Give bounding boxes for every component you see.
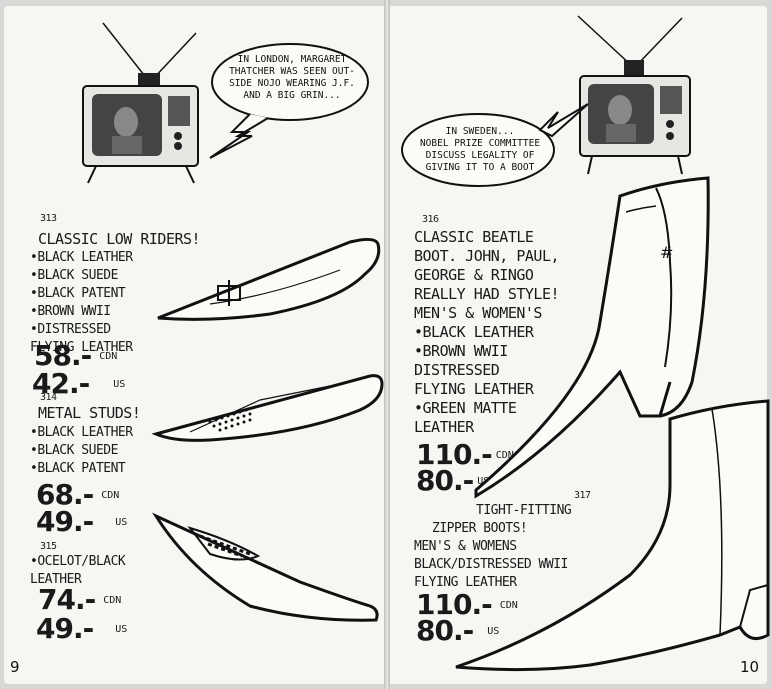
price-us: 49.-US xyxy=(36,505,128,538)
option-line: •BROWN WWII xyxy=(30,304,111,319)
price-us: 80.-US xyxy=(416,464,490,497)
price-us: 80.-US xyxy=(416,614,500,647)
option-line: •BLACK SUEDE xyxy=(30,443,118,458)
option-line: FLYING LEATHER xyxy=(414,380,534,398)
price-cdn: 58.-CDN xyxy=(34,339,118,372)
option-line: •BROWN WWII xyxy=(414,342,508,360)
item-title: METAL STUDS! xyxy=(38,404,141,422)
option-line: ZIPPER BOOTS! xyxy=(432,521,528,536)
price-cdn: 110.-CDN xyxy=(416,588,518,621)
tv-caption-left: IN LONDON, MARGARET THATCHER WAS SEEN OU… xyxy=(212,54,372,102)
item-number: 315 xyxy=(40,541,57,552)
book-gutter xyxy=(384,0,390,689)
price-us: 42.-US xyxy=(32,367,126,400)
caption-line: IN SWEDEN... xyxy=(445,126,515,137)
option-line: MEN'S & WOMENS xyxy=(414,539,517,554)
item-number: 317 xyxy=(574,490,591,501)
price-cdn: 110.-CDN xyxy=(416,438,514,471)
option-line: CLASSIC BEATLE xyxy=(414,228,534,246)
price-cdn: 68.-CDN xyxy=(36,478,120,511)
price-us: 49.-US xyxy=(36,612,128,645)
shoe-illustration-315 xyxy=(152,512,379,622)
option-line: •BLACK SUEDE xyxy=(30,268,118,283)
boot-illustration-316: # xyxy=(474,176,710,499)
caption-line: SIDE NoJO WEARING J.F. xyxy=(229,78,355,89)
item-options: •OCELOT/BLACK LEATHER xyxy=(30,553,126,589)
caption-line: AND A BIG GRIN... xyxy=(243,90,341,101)
item-number: 314 xyxy=(40,392,57,403)
caption-line: THATCHER WAS SEEN OUT- xyxy=(229,66,355,77)
item-options: •BLACK LEATHER •BLACK SUEDE •BLACK PATEN… xyxy=(30,424,133,478)
option-line: •GREEN MATTE xyxy=(414,399,517,417)
option-line: •BLACK LEATHER xyxy=(30,250,133,265)
caption-line: DISCUSS LEGALITY OF xyxy=(425,150,535,161)
speech-bubble-right xyxy=(401,103,589,187)
option-line: MEN'S & WOMEN'S xyxy=(414,304,542,322)
option-line: •BLACK PATENT xyxy=(30,461,126,476)
option-line: •BLACK LEATHER xyxy=(30,425,133,440)
option-line: LEATHER xyxy=(414,418,474,436)
caption-line: NOBEL PRIZE COMMITTEE xyxy=(419,138,541,149)
caption-line: GIVING IT TO A BOOT xyxy=(425,162,535,173)
item-title: CLASSIC LOW RIDERS! xyxy=(38,230,201,248)
option-line: LEATHER xyxy=(30,572,82,587)
option-line: BOOT. JOHN, PAUL, xyxy=(414,247,560,265)
option-line: •OCELOT/BLACK xyxy=(30,554,126,569)
item-number: 313 xyxy=(40,213,57,224)
option-line: BLACK/DISTRESSED WWII xyxy=(414,557,568,572)
option-line: DISTRESSED xyxy=(414,361,500,379)
option-line: •BLACK PATENT xyxy=(30,286,126,301)
item-options: TIGHT-FITTING ZIPPER BOOTS! MEN'S & WOME… xyxy=(414,502,572,592)
speech-bubble-left xyxy=(209,43,369,159)
caption-line: IN LONDON, MARGARET xyxy=(237,54,347,65)
option-line: FLYING LEATHER xyxy=(30,340,133,355)
page-number-left: 9 xyxy=(10,658,20,676)
page-number-right: 10 xyxy=(740,658,760,676)
tv-caption-right: IN SWEDEN... NOBEL PRIZE COMMITTEE DISCU… xyxy=(400,126,560,174)
boot-illustration-317 xyxy=(455,399,770,672)
shoe-illustration-313 xyxy=(157,237,381,321)
tv-illustration-right xyxy=(577,15,691,175)
option-line: REALLY HAD STYLE! xyxy=(414,285,560,303)
option-line: •BLACK LEATHER xyxy=(414,323,534,341)
option-line: GEORGE & RINGO xyxy=(414,266,534,284)
item-options: CLASSIC BEATLE BOOT. JOHN, PAUL, GEORGE … xyxy=(414,228,560,437)
option-line: •DISTRESSED xyxy=(30,322,111,337)
option-line: TIGHT-FITTING xyxy=(476,503,572,518)
option-line: FLYING LEATHER xyxy=(414,575,517,590)
price-cdn: 74.-CDN xyxy=(38,583,122,616)
item-options: •BLACK LEATHER •BLACK SUEDE •BLACK PATEN… xyxy=(30,249,133,357)
tv-illustration-left xyxy=(82,22,199,184)
shoe-illustration-314 xyxy=(151,374,384,442)
item-number: 316 xyxy=(422,214,439,225)
svg-text:#: # xyxy=(660,243,673,262)
